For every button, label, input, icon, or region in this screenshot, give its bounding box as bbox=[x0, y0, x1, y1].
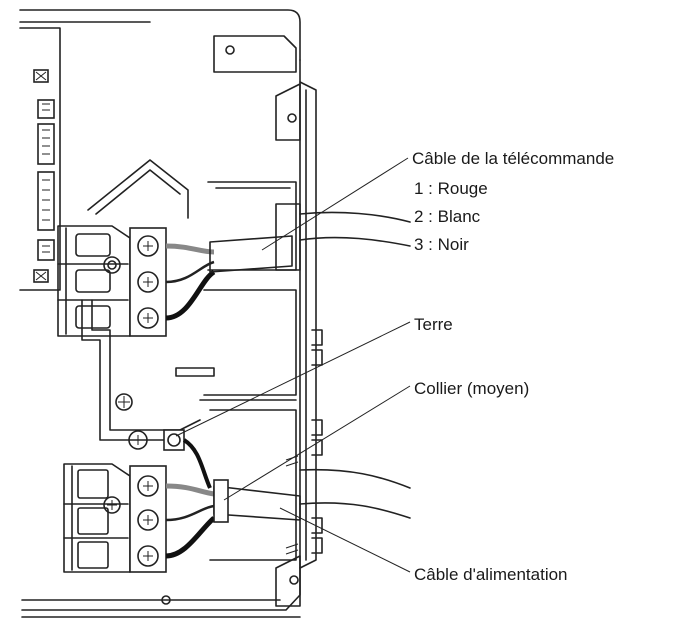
circuit-board bbox=[19, 27, 61, 291]
mounting-plate bbox=[81, 159, 323, 554]
power-cable bbox=[165, 409, 411, 561]
label-clamp: Collier (moyen) bbox=[414, 379, 529, 398]
label-remote-cable: Câble de la télécommande bbox=[412, 149, 614, 168]
leader-lines bbox=[175, 157, 411, 573]
leader-power-cable bbox=[279, 507, 411, 573]
label-wire-2: 2 : Blanc bbox=[414, 207, 481, 226]
power-terminal-block bbox=[63, 429, 185, 573]
labels: Câble de la télécommande 1 : Rouge 2 : B… bbox=[412, 149, 614, 584]
chassis bbox=[19, 9, 317, 618]
remote-control-cable bbox=[165, 203, 411, 321]
remote-terminal-block bbox=[57, 225, 167, 337]
label-wire-3: 3 : Noir bbox=[414, 235, 469, 254]
label-wire-1: 1 : Rouge bbox=[414, 179, 488, 198]
label-power-cable: Câble d'alimentation bbox=[414, 565, 568, 584]
leader-remote-cable bbox=[261, 157, 409, 251]
label-earth: Terre bbox=[414, 315, 453, 334]
leader-earth bbox=[175, 321, 411, 437]
leader-clamp bbox=[223, 385, 411, 501]
